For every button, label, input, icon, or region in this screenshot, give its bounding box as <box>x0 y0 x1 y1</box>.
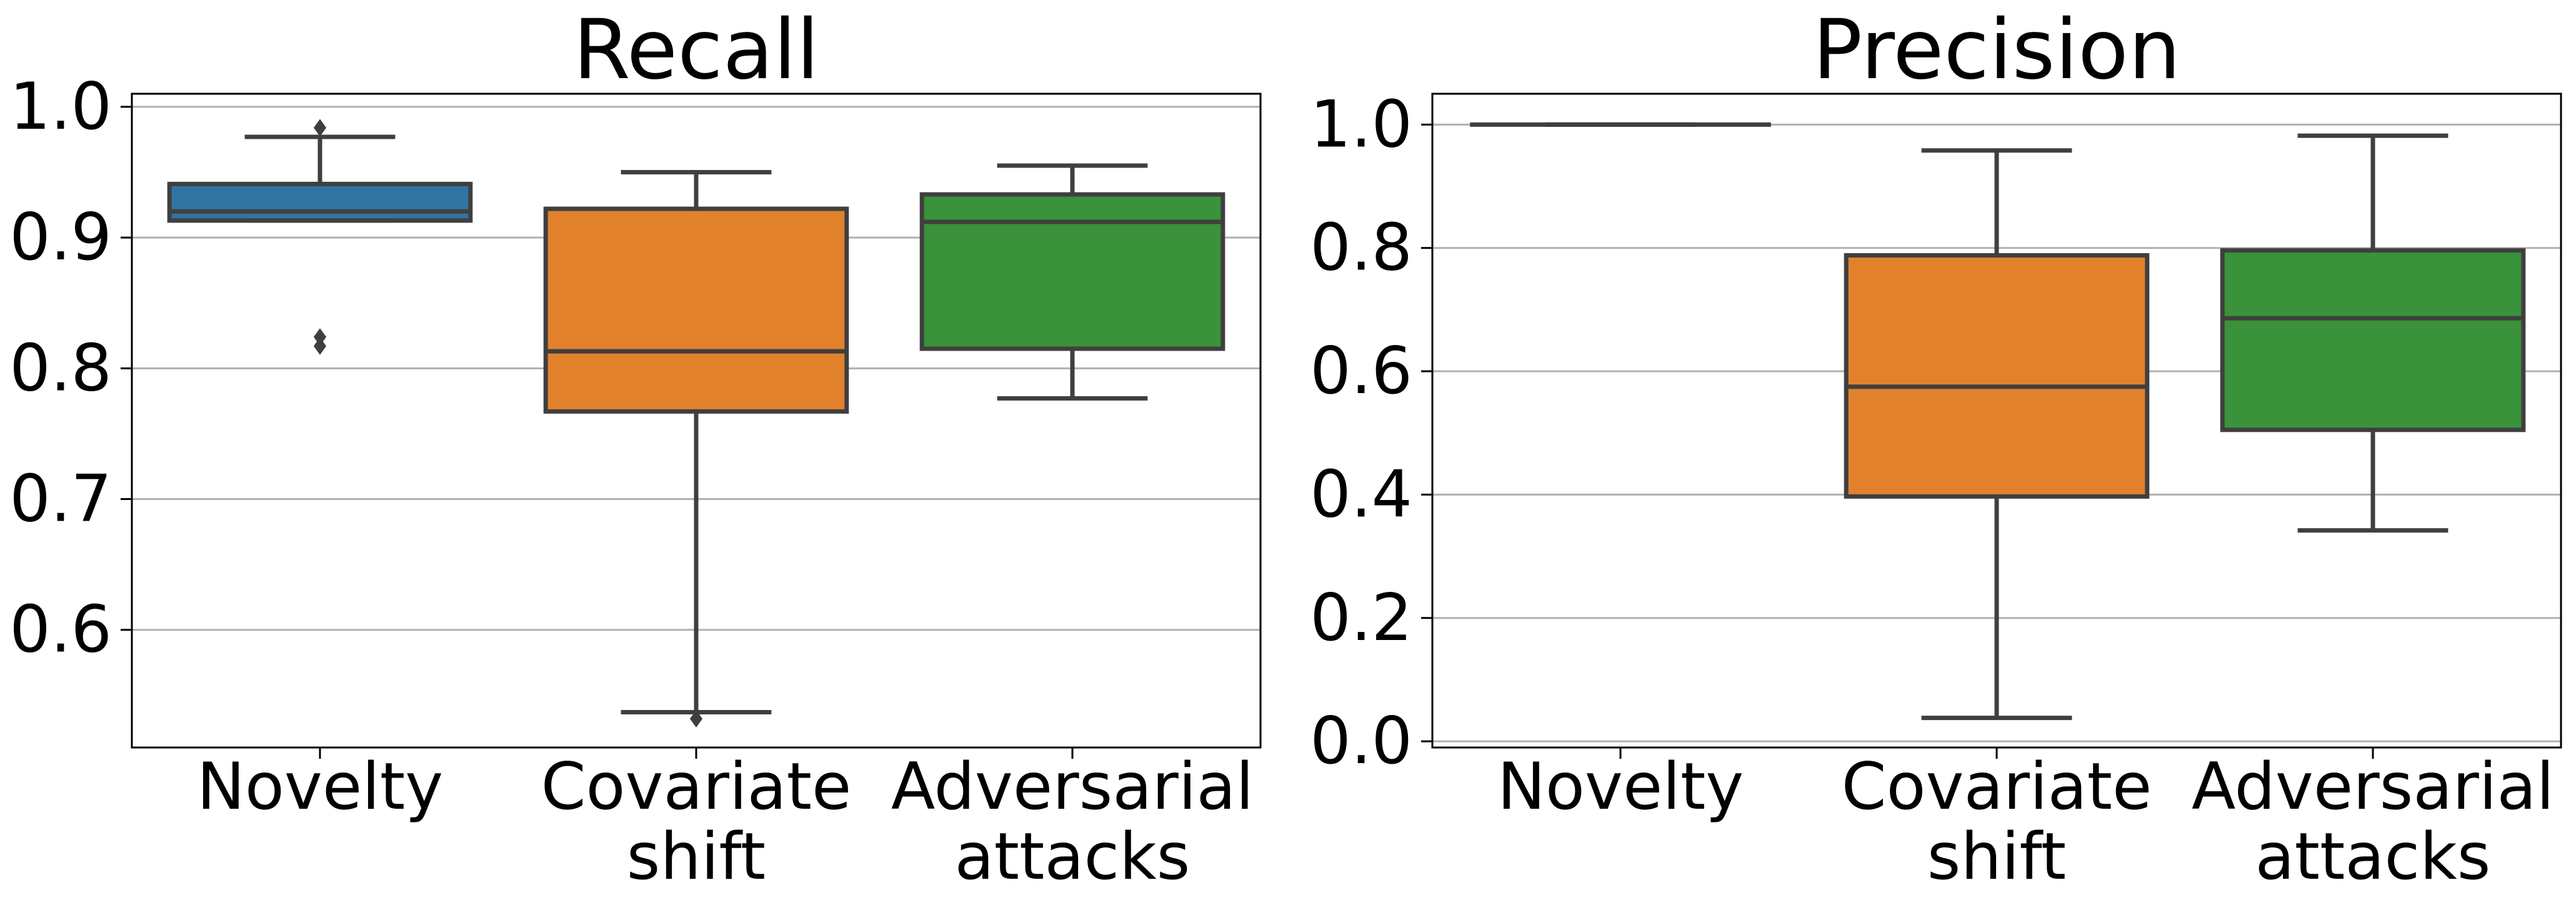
precision-box-1 <box>1844 148 2150 721</box>
precision-xtick-label-1-line-0: Covariate <box>1842 749 2152 824</box>
precision-xtick-label-1-line-1: shift <box>1927 819 2066 894</box>
precision-xtick-label-2-line-0: Adversarial <box>2192 749 2554 824</box>
recall-xtick-label-2-line-1: attacks <box>955 819 1191 894</box>
precision-xtick-label-2-line-1: attacks <box>2255 819 2491 894</box>
recall-box-1 <box>543 170 849 728</box>
recall-box-2 <box>919 163 1226 401</box>
recall-xtick-label-1-line-0: Covariate <box>541 749 852 824</box>
recall-xtick-label-1-line-1: shift <box>627 819 766 894</box>
recall-ytick-label-2: 0.8 <box>9 331 112 406</box>
recall-ytick-label-4: 1.0 <box>9 69 112 144</box>
precision-chart-title: Precision <box>1813 2 2181 98</box>
precision-ytick-label-2: 0.4 <box>1310 457 1412 532</box>
recall-chart-title: Recall <box>573 2 819 98</box>
recall-box-body-0 <box>167 181 473 223</box>
recall-xtick-label-2-line-0: Adversarial <box>891 749 1254 824</box>
recall-flier-0-1 <box>313 328 327 346</box>
precision-box-2 <box>2220 133 2526 533</box>
precision-ytick-label-3: 0.6 <box>1310 334 1412 409</box>
recall-box-body-1 <box>543 206 849 414</box>
recall-flier-1-0 <box>689 709 703 728</box>
precision-ytick-label-4: 0.8 <box>1310 211 1412 286</box>
recall-xtick-label-0: Novelty <box>197 749 443 824</box>
recall-ytick-label-1: 0.7 <box>9 462 112 537</box>
recall-ytick-label-0: 0.6 <box>9 592 112 668</box>
recall-flier-0-0 <box>313 119 327 137</box>
precision-plot-frame <box>1431 92 2562 749</box>
precision-ytick-label-0: 0.0 <box>1310 704 1412 779</box>
precision-box-body-1 <box>1844 253 2150 499</box>
precision-box-body-2 <box>2220 248 2526 432</box>
recall-flier-0-2 <box>313 337 327 355</box>
precision-ytick-label-5: 1.0 <box>1310 87 1412 162</box>
precision-xtick-label-0: Novelty <box>1497 749 1744 824</box>
recall-box-0 <box>167 119 473 355</box>
precision-ytick-label-1: 0.2 <box>1310 581 1412 656</box>
recall-ytick-label-3: 0.9 <box>9 200 112 275</box>
recall-plot-frame <box>131 92 1262 749</box>
recall-box-body-2 <box>919 192 1226 351</box>
